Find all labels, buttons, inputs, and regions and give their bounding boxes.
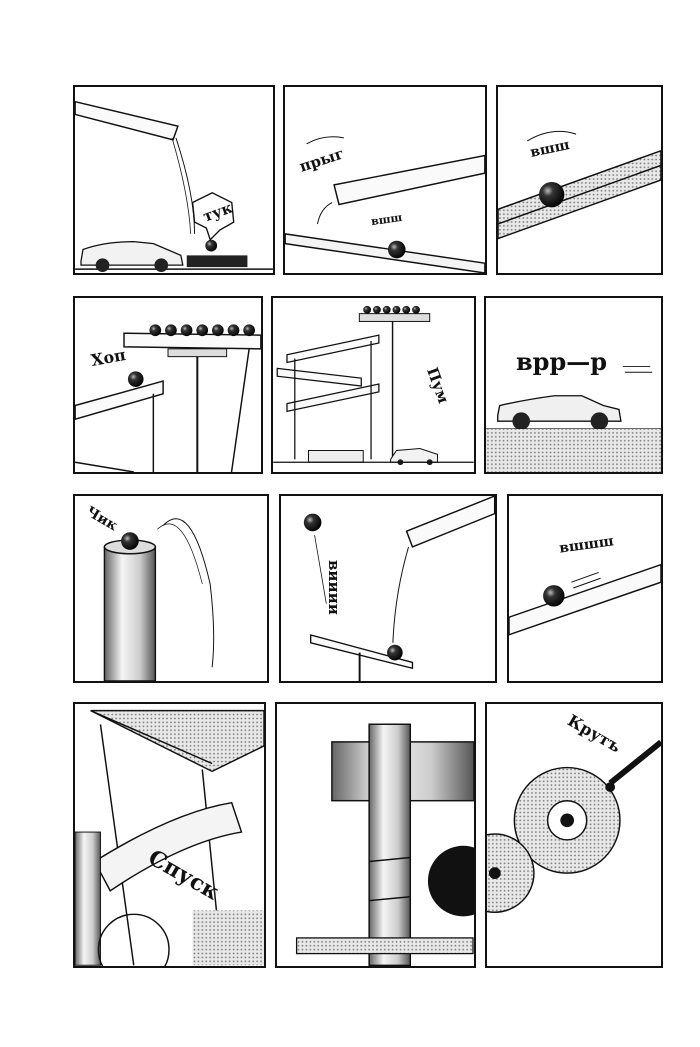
ball-on-rail-illustration [498, 130, 661, 240]
panel-3-3: вшшш [507, 494, 663, 683]
angle-ramp-illustration [75, 709, 264, 966]
ramps-and-car-illustration [273, 305, 474, 466]
panel-3-1: Чик [73, 494, 269, 683]
sfx-vrrr: врр—р [516, 347, 608, 376]
pipe-bounce-illustration [103, 518, 215, 681]
sfx-viiii: вииии [325, 560, 343, 615]
ball-rolling-illustration [509, 563, 661, 636]
panel-2-2: Пум [271, 296, 476, 474]
car-driving-illustration [486, 365, 661, 472]
panel-2-3: врр—р [484, 296, 663, 474]
rail-drop-illustration [75, 100, 273, 273]
panel-4-2 [275, 702, 476, 968]
panel-4-1: Спуск [73, 702, 266, 968]
panel-2-1: Хоп [73, 296, 263, 474]
pillar-gear-illustration [295, 723, 474, 966]
seesaw-illustration [303, 496, 495, 681]
rail-bounce-illustration [285, 136, 485, 273]
panel-3-2: вииии [279, 494, 497, 683]
panel-1-3: вшш [496, 85, 663, 275]
gears-illustration [487, 739, 661, 913]
panel-4-3: Крутъ [485, 702, 663, 968]
ball-tray-illustration [75, 324, 261, 472]
panel-1-2: прыг вшш [283, 85, 487, 275]
panel-1-1: тук [73, 85, 275, 275]
